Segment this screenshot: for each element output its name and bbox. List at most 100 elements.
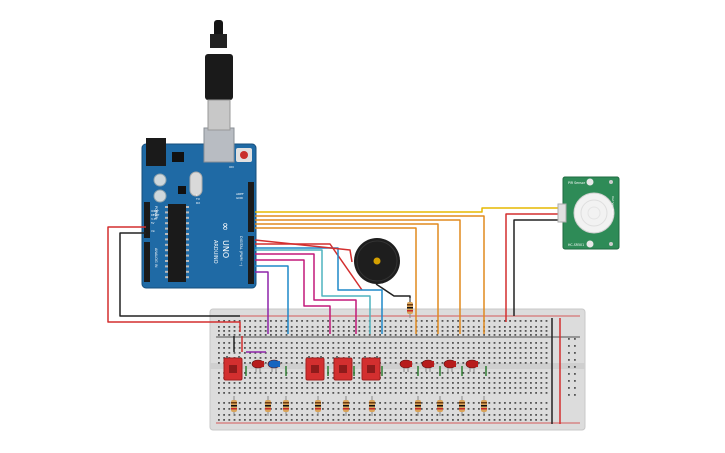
breadboard-hole[interactable] (472, 320, 475, 322)
breadboard-hole[interactable] (568, 380, 570, 382)
breadboard-hole[interactable] (431, 414, 433, 416)
breadboard-hole[interactable] (389, 382, 392, 384)
breadboard-hole[interactable] (545, 334, 548, 336)
breadboard-hole[interactable] (462, 330, 465, 332)
breadboard-hole[interactable] (358, 320, 361, 322)
breadboard-hole[interactable] (540, 342, 543, 344)
breadboard-hole[interactable] (259, 330, 262, 332)
breadboard-hole[interactable] (384, 352, 387, 354)
breadboard-hole[interactable] (264, 377, 267, 379)
breadboard-hole[interactable] (524, 419, 527, 421)
breadboard-hole[interactable] (218, 320, 220, 322)
breadboard-hole[interactable] (420, 357, 423, 359)
breadboard-hole[interactable] (467, 357, 470, 359)
breadboard-hole[interactable] (218, 392, 220, 394)
breadboard-hole[interactable] (327, 320, 329, 322)
breadboard-hole[interactable] (348, 392, 350, 394)
breadboard-hole[interactable] (223, 330, 225, 332)
breadboard-hole[interactable] (574, 394, 576, 396)
breadboard-hole[interactable] (493, 382, 496, 384)
breadboard-hole[interactable] (270, 387, 272, 389)
breadboard-hole[interactable] (259, 419, 262, 421)
breadboard-hole[interactable] (483, 382, 485, 384)
breadboard-hole[interactable] (238, 347, 241, 349)
breadboard-hole[interactable] (431, 326, 433, 328)
breadboard-hole[interactable] (472, 330, 475, 332)
breadboard-hole[interactable] (452, 392, 454, 394)
breadboard-hole[interactable] (519, 362, 522, 364)
breadboard-hole[interactable] (493, 419, 496, 421)
breadboard-hole[interactable] (280, 392, 283, 394)
breadboard-hole[interactable] (472, 334, 475, 336)
breadboard-hole[interactable] (264, 357, 267, 359)
pir-pot-1[interactable] (586, 178, 594, 186)
breadboard-hole[interactable] (228, 326, 231, 328)
breadboard-hole[interactable] (259, 414, 262, 416)
breadboard-hole[interactable] (472, 372, 475, 374)
breadboard-hole[interactable] (441, 387, 444, 389)
breadboard-hole[interactable] (238, 334, 241, 336)
breadboard-hole[interactable] (296, 414, 298, 416)
breadboard-hole[interactable] (540, 330, 543, 332)
breadboard-hole[interactable] (524, 382, 527, 384)
breadboard-hole[interactable] (514, 392, 517, 394)
breadboard-hole[interactable] (498, 382, 501, 384)
breadboard-hole[interactable] (306, 330, 309, 332)
breadboard-hole[interactable] (467, 414, 470, 416)
breadboard-hole[interactable] (457, 414, 459, 416)
breadboard-hole[interactable] (238, 387, 241, 389)
breadboard-hole[interactable] (223, 392, 225, 394)
breadboard-hole[interactable] (270, 414, 272, 416)
breadboard-hole[interactable] (498, 342, 501, 344)
breadboard-hole[interactable] (462, 352, 465, 354)
breadboard-hole[interactable] (327, 419, 329, 421)
breadboard-hole[interactable] (296, 377, 298, 379)
breadboard-hole[interactable] (275, 372, 277, 374)
breadboard-hole[interactable] (415, 352, 418, 354)
breadboard-hole[interactable] (353, 362, 355, 364)
breadboard-hole[interactable] (389, 372, 392, 374)
breadboard-hole[interactable] (285, 330, 288, 332)
breadboard-hole[interactable] (384, 334, 387, 336)
breadboard-hole[interactable] (358, 377, 361, 379)
breadboard-hole[interactable] (348, 320, 350, 322)
breadboard-hole[interactable] (389, 342, 392, 344)
breadboard-hole[interactable] (472, 392, 475, 394)
breadboard-hole[interactable] (545, 372, 548, 374)
breadboard-hole[interactable] (379, 342, 381, 344)
breadboard-hole[interactable] (394, 382, 397, 384)
breadboard-hole[interactable] (301, 326, 303, 328)
breadboard-hole[interactable] (270, 326, 272, 328)
breadboard-hole[interactable] (228, 402, 231, 404)
breadboard-hole[interactable] (290, 342, 293, 344)
breadboard-hole[interactable] (342, 347, 345, 349)
breadboard-hole[interactable] (223, 334, 225, 336)
breadboard-hole[interactable] (311, 342, 314, 344)
breadboard-hole[interactable] (504, 382, 506, 384)
breadboard-hole[interactable] (420, 414, 423, 416)
breadboard-hole[interactable] (420, 347, 423, 349)
breadboard-hole[interactable] (316, 342, 319, 344)
breadboard-hole[interactable] (405, 382, 407, 384)
breadboard-hole[interactable] (311, 352, 314, 354)
breadboard-hole[interactable] (441, 334, 444, 336)
breadboard-hole[interactable] (420, 320, 423, 322)
breadboard-hole[interactable] (574, 380, 576, 382)
breadboard-hole[interactable] (275, 414, 277, 416)
breadboard-hole[interactable] (223, 347, 225, 349)
breadboard-hole[interactable] (405, 402, 407, 404)
breadboard-hole[interactable] (374, 387, 376, 389)
breadboard-hole[interactable] (306, 334, 309, 336)
breadboard-hole[interactable] (504, 377, 506, 379)
breadboard-hole[interactable] (218, 342, 220, 344)
breadboard-hole[interactable] (441, 326, 444, 328)
breadboard-hole[interactable] (275, 342, 277, 344)
breadboard-hole[interactable] (545, 357, 548, 359)
breadboard-hole[interactable] (441, 362, 444, 364)
breadboard-hole[interactable] (389, 357, 392, 359)
breadboard-hole[interactable] (514, 330, 517, 332)
breadboard-hole[interactable] (306, 408, 309, 410)
breadboard-hole[interactable] (530, 414, 532, 416)
breadboard-hole[interactable] (530, 347, 532, 349)
breadboard-hole[interactable] (431, 334, 433, 336)
